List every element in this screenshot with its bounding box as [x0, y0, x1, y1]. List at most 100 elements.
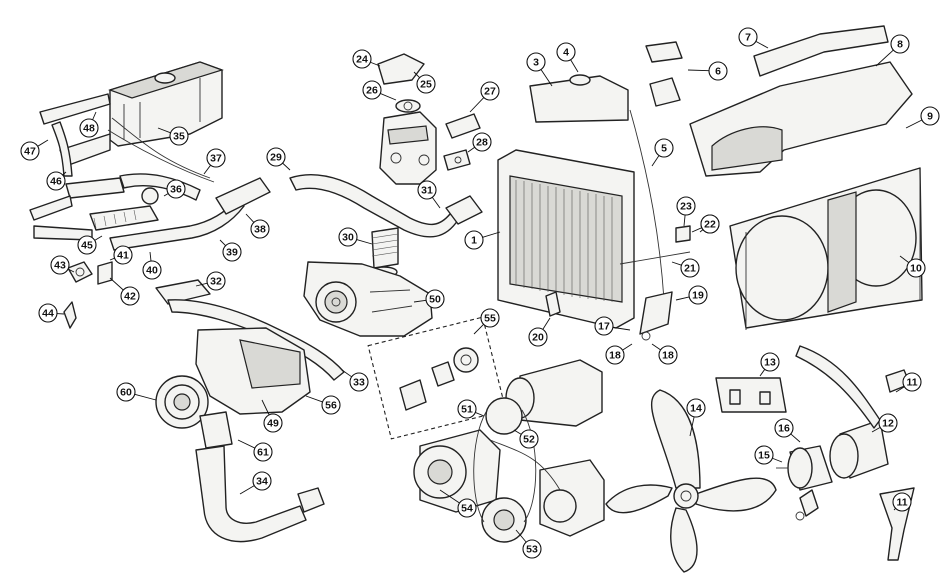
callout-43: 43 [50, 255, 70, 275]
callout-leader-23 [683, 214, 686, 227]
callout-number: 45 [81, 240, 93, 252]
callout-6: 6 [708, 61, 728, 81]
callout-leader-48 [92, 111, 97, 120]
callout-circle [457, 399, 477, 419]
callout-11: 11 [902, 372, 922, 392]
callout-circle [20, 141, 40, 161]
callout-number: 30 [342, 232, 354, 244]
small-fittings [63, 261, 113, 329]
callout-leader-6 [687, 69, 710, 72]
callout-number: 32 [210, 276, 222, 288]
callout-leader-4 [570, 59, 579, 73]
callout-circle [480, 308, 500, 328]
callout-circle [142, 260, 162, 280]
callout-20: 20 [528, 327, 548, 347]
callout-number: 6 [715, 66, 721, 78]
callout-circle [50, 255, 70, 275]
callout-number: 12 [882, 418, 894, 430]
callout-23: 23 [676, 196, 696, 216]
callout-61: 61 [253, 442, 273, 462]
callout-48: 48 [79, 118, 99, 138]
callout-circle [522, 539, 542, 559]
callout-number: 21 [684, 263, 696, 275]
callout-leader-37 [203, 164, 211, 175]
callout-34: 34 [252, 471, 272, 491]
callout-leader-21 [671, 261, 682, 266]
callout-leader-12 [871, 427, 881, 433]
callout-27: 27 [480, 81, 500, 101]
callout-leader-14 [689, 416, 695, 437]
callout-circle [206, 271, 226, 291]
callout-circle [654, 138, 674, 158]
callout-number: 46 [50, 176, 62, 188]
callout-number: 54 [461, 503, 473, 515]
callout-leader-51 [475, 412, 485, 417]
callout-leader-29 [282, 162, 291, 171]
callout-leader-13 [759, 369, 766, 377]
callout-18: 18 [658, 345, 678, 365]
callout-number: 28 [476, 137, 488, 149]
callout-circle [528, 327, 548, 347]
callout-circle [250, 219, 270, 239]
callout-number: 51 [461, 404, 473, 416]
callout-leader-5 [651, 155, 660, 167]
callout-number: 41 [117, 250, 129, 262]
callout-number: 17 [598, 321, 610, 333]
callout-8: 8 [890, 34, 910, 54]
callout-number: 18 [609, 350, 621, 362]
callout-circle [754, 445, 774, 465]
callout-leader-55 [473, 324, 484, 335]
callout-28: 28 [472, 132, 492, 152]
callout-55: 55 [480, 308, 500, 328]
callout-number: 52 [523, 434, 535, 446]
callout-circle [906, 258, 926, 278]
callout-number: 25 [420, 79, 432, 91]
callout-number: 37 [210, 153, 222, 165]
callout-circle [700, 214, 720, 234]
callout-number: 36 [170, 184, 182, 196]
callout-circle [169, 126, 189, 146]
callout-circle [878, 413, 898, 433]
callout-18: 18 [605, 345, 625, 365]
callout-leader-53 [515, 529, 527, 543]
callout-circle [774, 418, 794, 438]
callout-circle [349, 372, 369, 392]
callout-leader-31 [431, 197, 441, 209]
callout-leader-15 [772, 457, 783, 463]
callout-number: 10 [910, 263, 922, 275]
callout-circle [890, 34, 910, 54]
callout-circle [417, 180, 437, 200]
callout-leader-19 [675, 296, 690, 301]
callout-circle [480, 81, 500, 101]
callout-circle [425, 289, 445, 309]
callout-circle [760, 352, 780, 372]
callout-circle [79, 118, 99, 138]
expansion-tank-assembly [29, 61, 271, 251]
callout-number: 9 [927, 111, 933, 123]
callout-circle [222, 242, 242, 262]
callout-number: 7 [745, 32, 751, 44]
callout-leader-18 [622, 343, 633, 351]
callout-leader-35 [157, 127, 171, 134]
callout-leader-56 [305, 395, 323, 403]
callout-number: 18 [662, 350, 674, 362]
callout-circle [519, 429, 539, 449]
callout-circle [686, 398, 706, 418]
callout-number: 5 [661, 143, 667, 155]
callout-leader-20 [542, 317, 551, 330]
callout-leader-9 [905, 119, 923, 129]
callout-53: 53 [522, 539, 542, 559]
callout-leader-50 [413, 299, 427, 303]
callout-35: 35 [169, 126, 189, 146]
callout-circle [526, 52, 546, 72]
callout-30: 30 [338, 227, 358, 247]
callout-number: 39 [226, 247, 238, 259]
callout-number: 49 [267, 418, 279, 430]
callout-circle [738, 27, 758, 47]
callout-9: 9 [920, 106, 940, 126]
callout-number: 3 [533, 57, 539, 69]
callout-number: 8 [897, 39, 903, 51]
callout-circle [416, 74, 436, 94]
callout-leader-7 [755, 40, 769, 49]
